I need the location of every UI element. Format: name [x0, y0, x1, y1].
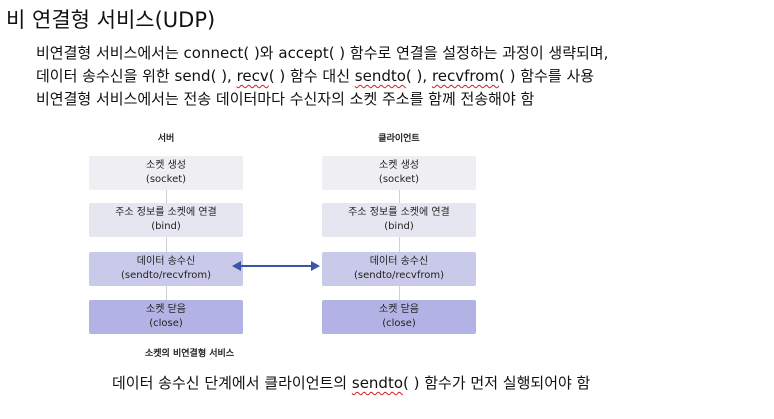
client-step-close: 소켓 닫음 (close)	[322, 300, 476, 334]
note-prefix: 데이터 송수신 단계에서 클라이언트의	[112, 374, 352, 392]
step-call: (sendto/recvfrom)	[121, 270, 211, 281]
step-label: 소켓 닫음	[379, 304, 419, 315]
recv-function: recv	[236, 67, 269, 85]
description-line-3: 비연결형 서비스에서는 전송 데이터마다 수신자의 소켓 주소를 함께 전송해야…	[36, 90, 535, 108]
step-label: 주소 정보를 소켓에 연결	[115, 207, 217, 218]
step-call: (close)	[382, 318, 416, 329]
double-headed-arrow-icon	[232, 261, 320, 271]
step-call: (socket)	[145, 174, 187, 185]
step-call: (bind)	[151, 221, 181, 232]
server-step-sendto-recvfrom: 데이터 송수신 (sendto/recvfrom)	[89, 252, 243, 286]
step-call: (socket)	[378, 174, 420, 185]
step-call: (close)	[149, 318, 183, 329]
line2-mid2: ( ),	[405, 67, 432, 85]
diagram-caption: 소켓의 비연결형 서비스	[145, 349, 235, 359]
client-step-sendto-recvfrom: 데이터 송수신 (sendto/recvfrom)	[322, 252, 476, 286]
description-line-1: 비연결형 서비스에서는 connect( )와 accept( ) 함수로 연결…	[36, 44, 609, 62]
line2-mid1: ( ) 함수 대신	[268, 67, 355, 85]
description-paragraph: 비연결형 서비스에서는 connect( )와 accept( ) 함수로 연결…	[36, 42, 608, 111]
note-sendto-function: sendto	[351, 374, 404, 392]
step-label: 데이터 송수신	[136, 256, 196, 267]
bottom-note: 데이터 송수신 단계에서 클라이언트의 sendto( ) 함수가 먼저 실행되…	[112, 372, 590, 393]
server-step-close: 소켓 닫음 (close)	[89, 300, 243, 334]
client-step-bind: 주소 정보를 소켓에 연결 (bind)	[322, 203, 476, 237]
note-suffix: ( ) 함수가 먼저 실행되어야 함	[403, 374, 591, 392]
description-line-2: 데이터 송수신을 위한 send( ), recv( ) 함수 대신 sendt…	[36, 65, 608, 88]
sendto-function: sendto	[354, 67, 406, 85]
client-flow-line	[399, 190, 400, 300]
server-step-socket: 소켓 생성 (socket)	[89, 156, 243, 190]
line2-prefix: 데이터 송수신을 위한 send( ),	[36, 67, 237, 85]
client-header: 클라이언트	[378, 134, 420, 144]
step-call: (sendto/recvfrom)	[354, 270, 444, 281]
server-header: 서버	[157, 134, 175, 144]
client-step-socket: 소켓 생성 (socket)	[322, 156, 476, 190]
step-label: 주소 정보를 소켓에 연결	[348, 207, 450, 218]
slide-title: 비 연결형 서비스(UDP)	[6, 8, 216, 32]
server-step-bind: 주소 정보를 소켓에 연결 (bind)	[89, 203, 243, 237]
step-label: 소켓 닫음	[146, 304, 186, 315]
step-label: 데이터 송수신	[369, 256, 429, 267]
step-call: (bind)	[384, 221, 414, 232]
step-label: 소켓 생성	[379, 160, 419, 171]
recvfrom-function: recvfrom	[431, 67, 500, 85]
server-flow-line	[166, 190, 167, 300]
line2-suffix: ( ) 함수를 사용	[499, 67, 595, 85]
step-label: 소켓 생성	[146, 160, 186, 171]
